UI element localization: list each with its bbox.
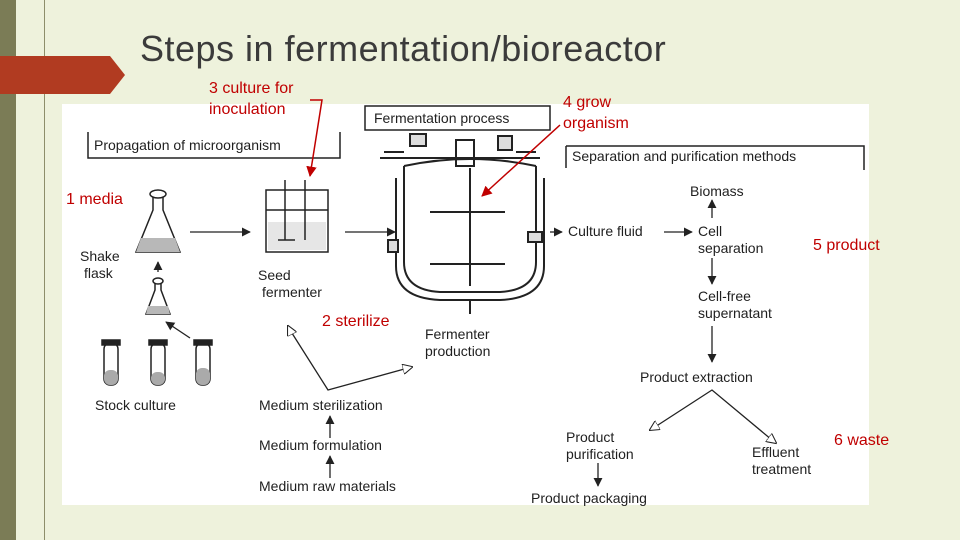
annotation-waste: 6 waste — [834, 432, 890, 449]
label-effluent: Effluent — [752, 444, 800, 460]
label-stock-culture: Stock culture — [95, 397, 176, 413]
annotation-product: 5 product — [813, 237, 880, 254]
label-fermenter-production-2: production — [425, 343, 491, 359]
branch-arrows — [650, 389, 776, 443]
shake-flask-small — [144, 277, 172, 315]
label-cell-free: Cell-free — [698, 288, 751, 304]
label-seed: Seed — [258, 267, 291, 283]
label-medium-sterilization: Medium sterilization — [259, 397, 383, 413]
separation-header-box — [565, 145, 865, 170]
label-fermenter: fermenter — [262, 284, 322, 300]
label-shake: Shake — [80, 248, 120, 264]
label-treatment: treatment — [752, 461, 812, 477]
sterilization-arrows — [288, 326, 412, 391]
left-thin-line — [44, 0, 45, 540]
main-fermenter-drawing — [380, 133, 545, 314]
label-flask: flask — [84, 265, 113, 281]
label-product-extraction: Product extraction — [640, 369, 753, 385]
label-biomass: Biomass — [690, 183, 744, 199]
label-medium-formulation: Medium formulation — [259, 437, 382, 453]
diagram-panel — [62, 104, 869, 505]
annotation-arrows — [306, 99, 561, 197]
stock-culture-tubes — [101, 339, 213, 386]
annotation-grow: 4 grow — [563, 94, 612, 111]
label-fermenter-production-1: Fermenter — [425, 326, 490, 342]
label-purification: purification — [566, 446, 634, 462]
propagation-header-box — [87, 132, 341, 159]
fermentation-header-box — [364, 105, 551, 131]
annotation-culture-for: 3 culture for — [209, 80, 294, 97]
annotation-inoculation: inoculation — [209, 101, 286, 118]
label-culture-fluid: Culture fluid — [568, 223, 643, 239]
annotation-organism: organism — [563, 115, 629, 132]
propagation-header: Propagation of microorganism — [94, 137, 281, 153]
left-accent-bar — [0, 0, 16, 540]
label-medium-raw-materials: Medium raw materials — [259, 478, 396, 494]
label-product-packaging: Product packaging — [531, 490, 647, 506]
seed-fermenter-drawing — [265, 180, 329, 253]
annotation-media: 1 media — [66, 191, 123, 208]
fermentation-header: Fermentation process — [374, 110, 510, 126]
label-separation: separation — [698, 240, 764, 256]
slide-title: Steps in fermentation/bioreactor — [140, 28, 667, 69]
title-chevron-shape — [0, 56, 125, 94]
label-supernatant: supernatant — [698, 305, 772, 321]
flow-arrows — [153, 199, 717, 487]
shake-flask-large — [134, 189, 182, 253]
label-cell: Cell — [698, 223, 723, 239]
separation-header: Separation and purification methods — [572, 148, 797, 164]
label-product: Product — [566, 429, 615, 445]
annotation-sterilize: 2 sterilize — [322, 313, 390, 330]
